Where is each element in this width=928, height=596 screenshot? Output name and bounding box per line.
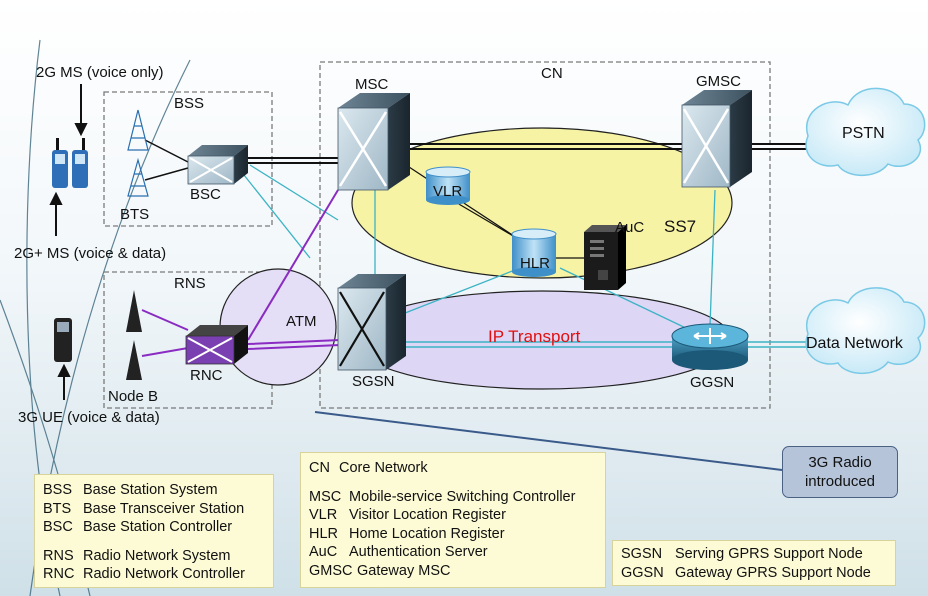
label-rnc: RNC (190, 367, 223, 384)
arrow-icon (49, 84, 88, 400)
label-ggsn: GGSN (690, 374, 735, 391)
callout-3g-radio: 3G Radio introduced (782, 446, 898, 498)
label-ss7: SS7 (664, 217, 697, 236)
label-auc: AuC (615, 219, 645, 236)
label-data-network: Data Network (806, 335, 903, 352)
label-vlr: VLR (433, 183, 463, 200)
label-atm: ATM (286, 313, 317, 330)
label-bsc: BSC (190, 186, 221, 203)
node-b-tower-icon (126, 290, 142, 380)
label-2g-ms: 2G MS (voice only) (36, 64, 164, 81)
cn-box (319, 61, 771, 409)
mobile-phone-icon (52, 138, 88, 362)
label-bss: BSS (174, 95, 205, 112)
bts-antenna-icon (127, 109, 149, 197)
label-node-b: Node B (108, 388, 159, 405)
gmsc-switch-icon (681, 90, 752, 188)
label-msc: MSC (355, 76, 389, 93)
ggsn-router-icon (671, 323, 749, 370)
ss7-ellipse (351, 127, 733, 279)
links (141, 139, 812, 471)
label-3g-ue: 3G UE (voice & data) (18, 409, 160, 426)
auc-server-icon (584, 225, 626, 290)
data-network-cloud-icon (805, 287, 926, 375)
rnc-switch-icon (185, 325, 248, 365)
sgsn-switch-icon (337, 274, 406, 371)
vlr-database-icon (425, 166, 471, 205)
label-ip-transport: IP Transport (488, 327, 581, 346)
label-sgsn: SGSN (352, 373, 395, 390)
label-gmsc: GMSC (696, 73, 741, 90)
hlr-database-icon (511, 228, 557, 277)
label-2gplus-ms: 2G+ MS (voice & data) (14, 245, 167, 262)
pstn-cloud-icon (805, 87, 926, 177)
label-rns: RNS (174, 275, 206, 292)
callout-line-1: 3G Radio (808, 454, 872, 471)
bsc-switch-icon (187, 145, 248, 185)
label-bts: BTS (120, 206, 150, 223)
callout-line-2: introduced (804, 473, 876, 490)
label-cn: CN (541, 65, 563, 82)
label-pstn: PSTN (842, 125, 885, 142)
msc-switch-icon (337, 93, 410, 191)
label-hlr: HLR (520, 255, 551, 272)
